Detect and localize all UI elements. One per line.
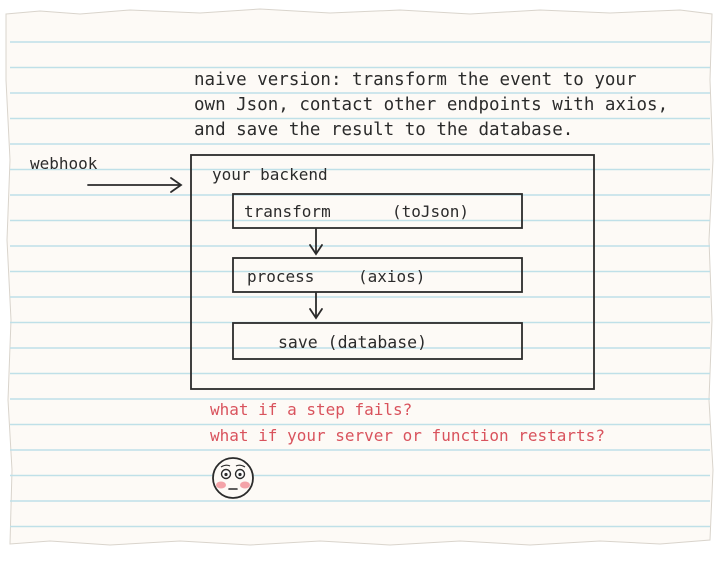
note-line-3: and save the result to the database.: [194, 120, 573, 140]
process-step-box: [232, 257, 523, 293]
arrow-transform-to-process: [309, 228, 323, 256]
questions: what if a step fails? what if your serve…: [210, 400, 605, 445]
transform-step-tool: (toJson): [392, 202, 469, 221]
worried-face-icon: [212, 457, 254, 499]
webhook-label: webhook: [30, 154, 98, 173]
transform-step-label: transform: [244, 202, 331, 221]
question-server-restarts: what if your server or function restarts…: [210, 426, 605, 445]
question-step-fails: what if a step fails?: [210, 400, 412, 419]
backend-box: [190, 154, 595, 390]
note-line-1: naive version: transform the event to yo…: [194, 70, 637, 90]
arrow-process-to-save: [309, 292, 323, 320]
transform-step-box: [232, 193, 523, 229]
note-line-2: own Json, contact other endpoints with a…: [194, 95, 668, 115]
process-step-tool: (axios): [358, 267, 425, 286]
process-step-label: process: [247, 267, 314, 286]
save-step-box: [232, 322, 523, 360]
webhook-arrow: [87, 177, 183, 193]
save-step-label: save (database): [278, 333, 427, 352]
paper-sheet: [5, 8, 714, 546]
backend-title: your backend: [212, 165, 328, 184]
intro-note: naive version: transform the event to yo…: [194, 70, 668, 140]
